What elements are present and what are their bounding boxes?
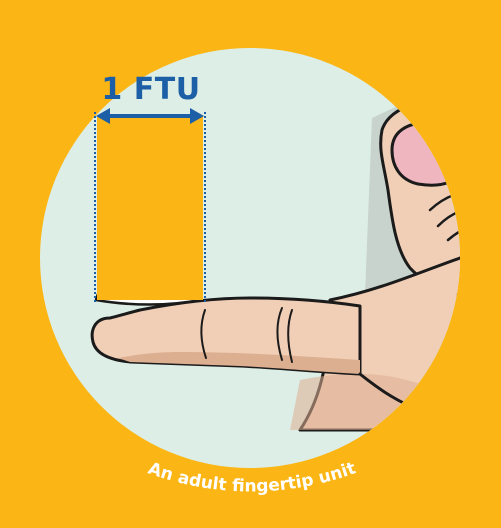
ftu-label: 1 FTU — [94, 72, 208, 108]
ftu-measure — [95, 108, 205, 302]
ftu-length-bar — [97, 116, 203, 300]
